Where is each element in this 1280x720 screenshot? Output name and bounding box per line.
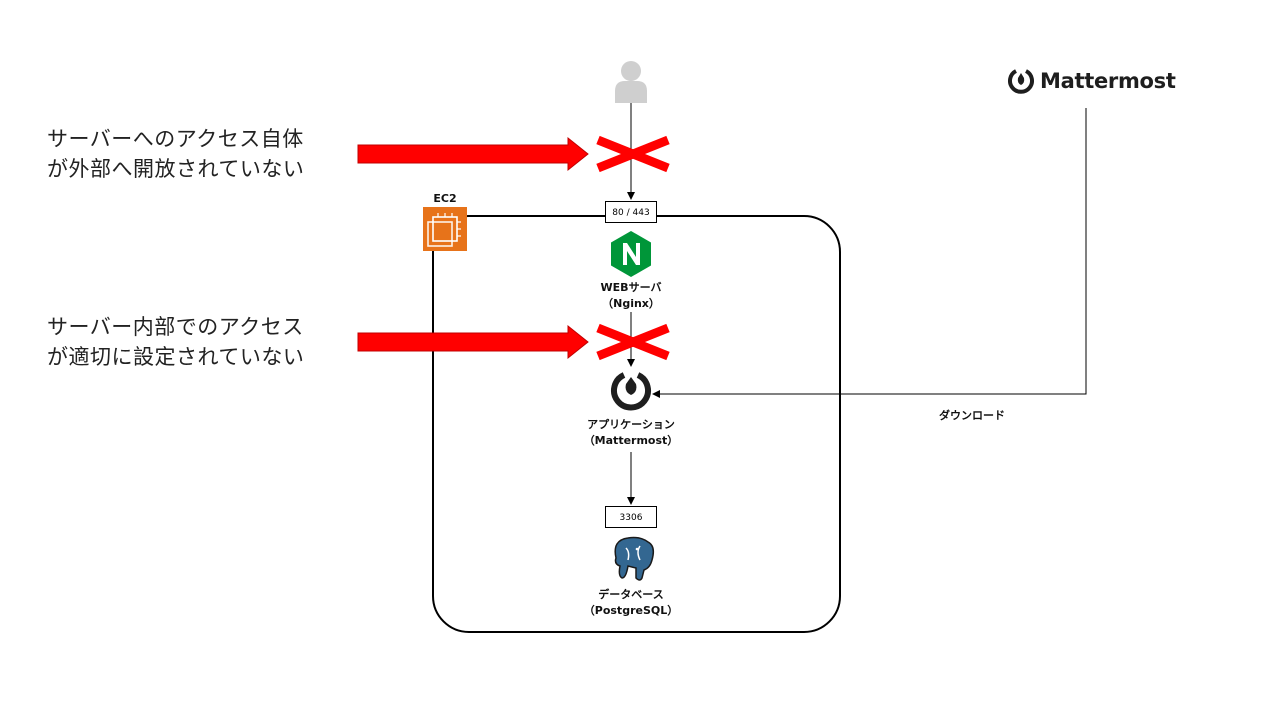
database-software: （PostgreSQL） bbox=[583, 604, 679, 617]
red-arrow-icon bbox=[357, 136, 589, 172]
user-icon bbox=[615, 61, 647, 103]
nginx-icon bbox=[611, 231, 651, 277]
web-server-software: （Nginx） bbox=[602, 297, 660, 310]
note-internal-access: サーバー内部でのアクセス が適切に設定されていない bbox=[47, 312, 304, 372]
port-web: 80 / 443 bbox=[605, 201, 657, 223]
download-label: ダウンロード bbox=[939, 409, 1005, 422]
mattermost-logo-text: Mattermost bbox=[1040, 69, 1176, 93]
web-server-label: WEBサーバ （Nginx） bbox=[561, 280, 701, 312]
note-external-line-1: サーバーへのアクセス自体 bbox=[47, 127, 304, 151]
mattermost-logo: Mattermost bbox=[1008, 68, 1176, 94]
application-software: （Mattermost） bbox=[583, 434, 679, 447]
database-name: データベース bbox=[598, 588, 664, 601]
application-name: アプリケーション bbox=[587, 418, 675, 431]
ec2-icon bbox=[423, 207, 467, 251]
note-external-access: サーバーへのアクセス自体 が外部へ開放されていない bbox=[47, 124, 304, 184]
blocked-x-icon bbox=[596, 323, 670, 361]
mattermost-icon bbox=[611, 372, 651, 411]
blocked-x-icon bbox=[596, 135, 670, 173]
red-arrow-icon bbox=[357, 324, 589, 360]
download-connector bbox=[652, 108, 1087, 398]
note-internal-line-2: が適切に設定されていない bbox=[47, 345, 305, 369]
database-label: データベース （PostgreSQL） bbox=[561, 587, 701, 619]
postgresql-icon bbox=[614, 536, 655, 581]
web-server-name: WEBサーバ bbox=[600, 281, 662, 294]
port-db: 3306 bbox=[605, 506, 657, 528]
mattermost-logo-icon bbox=[1008, 69, 1034, 94]
note-external-line-2: が外部へ開放されていない bbox=[47, 157, 305, 181]
ec2-label: EC2 bbox=[433, 192, 457, 205]
note-internal-line-1: サーバー内部でのアクセス bbox=[47, 315, 304, 339]
application-label: アプリケーション （Mattermost） bbox=[551, 417, 711, 449]
